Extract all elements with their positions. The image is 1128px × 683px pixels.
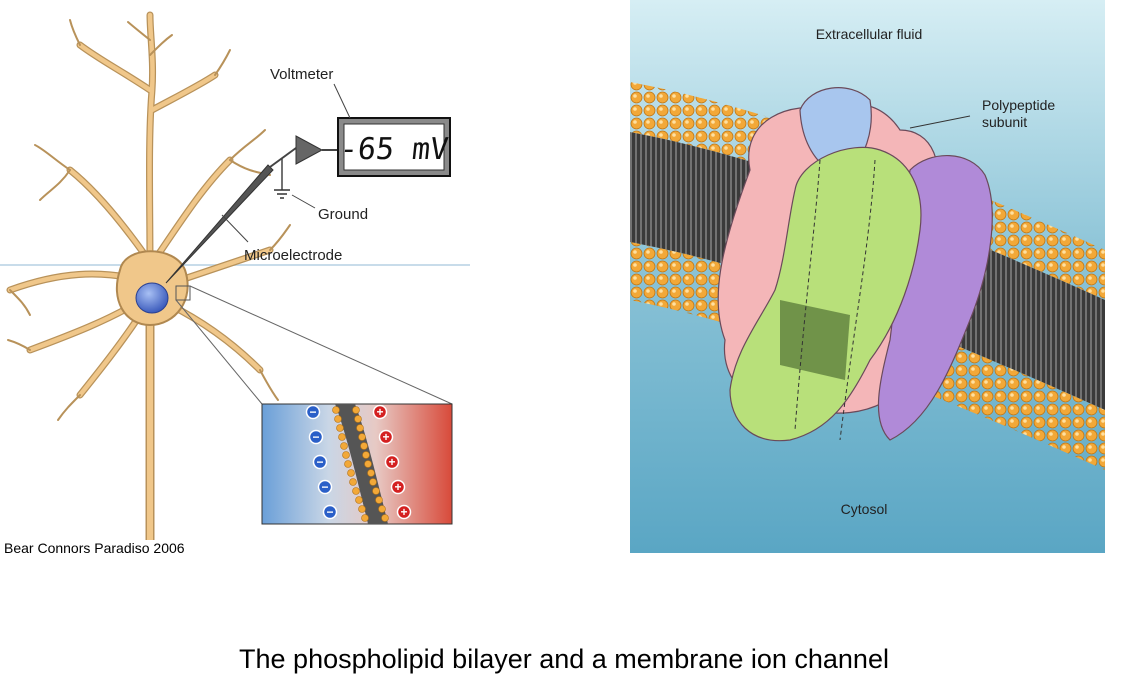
ion-channel	[717, 87, 993, 442]
voltmeter-label: Voltmeter	[270, 66, 333, 83]
svg-text:+: +	[376, 405, 383, 419]
ground-leader	[291, 194, 316, 209]
positive-charges: + + + + +	[372, 404, 412, 520]
inset-marker	[175, 285, 191, 301]
voltmeter-reading: -65 mV	[338, 132, 450, 167]
svg-text:+: +	[400, 505, 407, 519]
ion-channel-figure: Extracellular fluid Polypeptide subunit …	[630, 0, 1105, 553]
electrode-wire	[269, 147, 297, 168]
svg-text:−: −	[309, 405, 316, 419]
cytosol-label: Cytosol	[841, 501, 888, 517]
amplifier-icon	[295, 135, 324, 165]
channel-pore	[780, 300, 850, 380]
inset-connector-1	[175, 299, 263, 405]
subunit-label-line1: Polypeptide	[982, 97, 1055, 113]
svg-text:−: −	[321, 480, 328, 494]
extracellular-label: Extracellular fluid	[816, 26, 923, 42]
membrane-inset: − − − − − + + + + +	[261, 403, 453, 525]
slide-caption: The phospholipid bilayer and a membrane …	[239, 644, 889, 674]
subunit-leader	[909, 115, 971, 129]
negative-charges: − − − − −	[305, 404, 338, 520]
ion-channel-illustration: Extracellular fluid Polypeptide subunit …	[630, 0, 1105, 553]
svg-text:−: −	[326, 505, 333, 519]
subunit-label-line2: subunit	[982, 114, 1027, 130]
microelectrode-leader	[221, 214, 249, 243]
svg-text:−: −	[312, 430, 319, 444]
subunit-green	[729, 146, 922, 442]
voltmeter-leader	[333, 83, 351, 119]
neuron-illustration: Ground -65 mV Voltmeter Microelectrode	[0, 11, 470, 540]
inset-connector-2	[189, 285, 453, 405]
figure-credit: Bear Connors Paradiso 2006	[4, 540, 185, 556]
svg-text:+: +	[382, 430, 389, 444]
microelectrode-label: Microelectrode	[244, 247, 342, 264]
nucleus	[135, 282, 169, 314]
ground-label: Ground	[318, 206, 368, 223]
neuron-recording-figure: Ground -65 mV Voltmeter Microelectrode	[0, 0, 480, 560]
ground-icon	[274, 189, 290, 199]
svg-text:+: +	[388, 455, 395, 469]
svg-text:−: −	[316, 455, 323, 469]
svg-text:+: +	[394, 480, 401, 494]
voltmeter-screen	[343, 123, 445, 171]
